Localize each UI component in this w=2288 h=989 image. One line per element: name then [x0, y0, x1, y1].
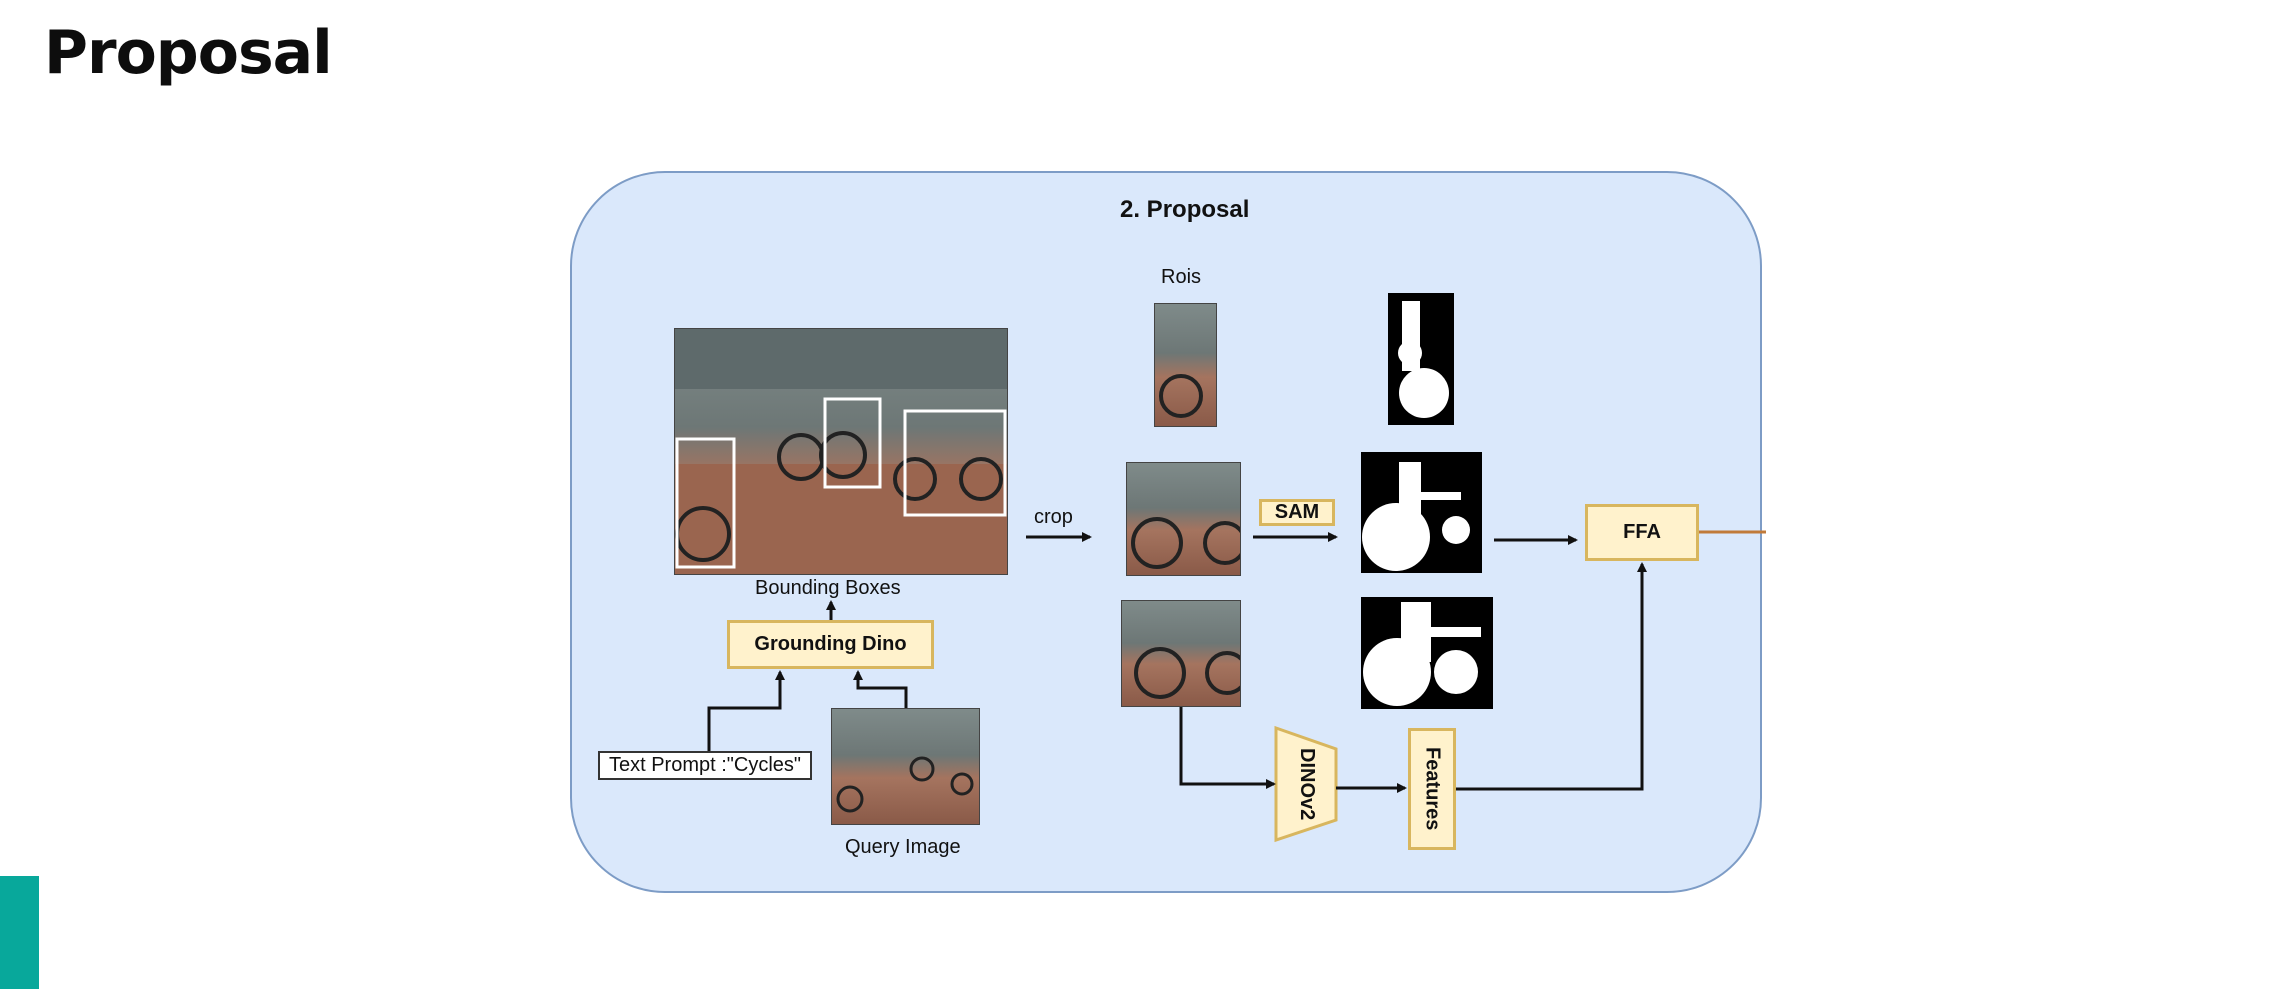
- query-image: [831, 708, 980, 825]
- roi-crop-2: [1126, 462, 1241, 576]
- features-node: Features: [1408, 728, 1456, 850]
- query-image-label: Query Image: [845, 836, 961, 858]
- roi-crop-3: [1121, 600, 1241, 707]
- bounding-boxes-overlay: [675, 329, 1007, 574]
- bounding-boxes-label: Bounding Boxes: [755, 577, 901, 599]
- slide-title: Proposal: [44, 18, 333, 88]
- mask-1: [1388, 293, 1454, 425]
- accent-bar: [0, 876, 39, 989]
- panel-title: 2. Proposal: [1120, 196, 1250, 223]
- ffa-node: FFA: [1585, 504, 1699, 561]
- features-label: Features: [1421, 747, 1444, 831]
- rois-label: Rois: [1161, 266, 1202, 288]
- dinov2-node: DINOv2: [1296, 748, 1318, 821]
- roi-crop-1: [1154, 303, 1217, 427]
- grounding-dino-node: Grounding Dino: [727, 620, 934, 669]
- crop-label: crop: [1034, 506, 1073, 528]
- sam-node: SAM: [1259, 499, 1335, 526]
- mask-3: [1361, 597, 1493, 709]
- text-prompt-box: Text Prompt :"Cycles": [598, 751, 812, 780]
- mask-2: [1361, 452, 1482, 573]
- bounding-boxes-image: [674, 328, 1008, 575]
